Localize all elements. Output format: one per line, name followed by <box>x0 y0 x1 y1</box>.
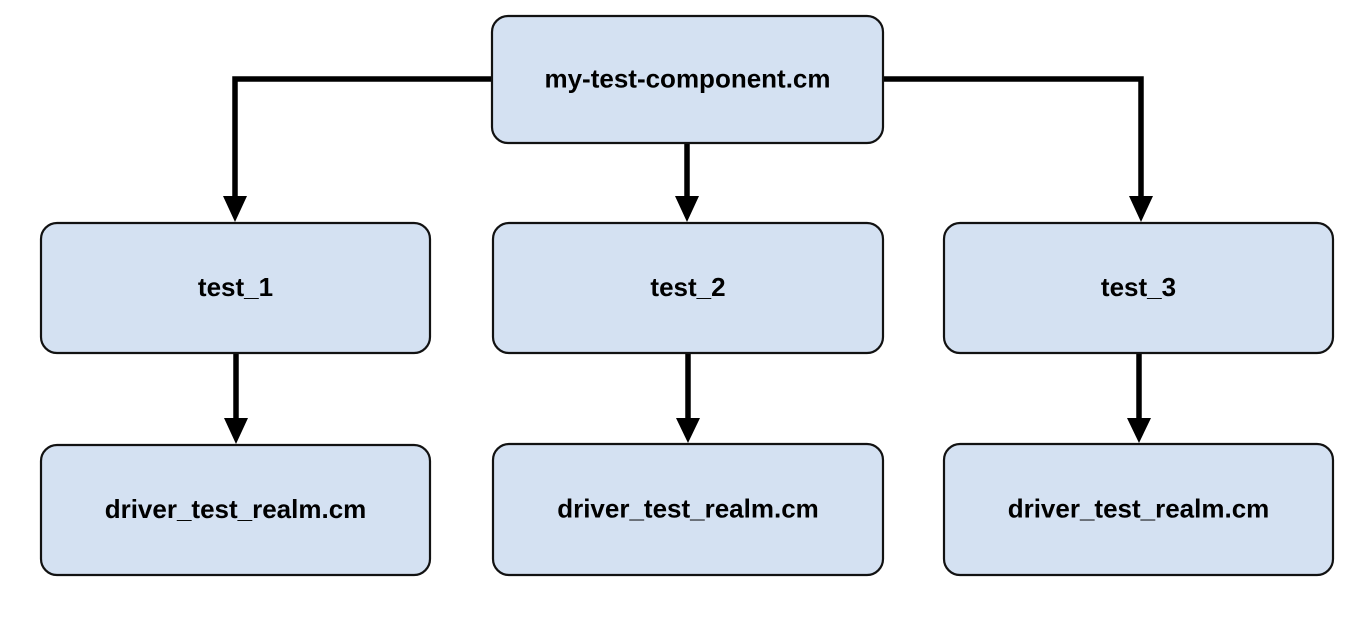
node-realm_1[interactable]: driver_test_realm.cm <box>39 443 432 577</box>
node-label: test_2 <box>650 272 725 302</box>
arrowhead-icon <box>1129 196 1153 222</box>
node-realm_3[interactable]: driver_test_realm.cm <box>942 442 1335 577</box>
edge-test_2-to-realm_2 <box>676 353 700 443</box>
node-test_1[interactable]: test_1 <box>39 221 432 355</box>
node-test_2[interactable]: test_2 <box>491 221 885 355</box>
node-label: driver_test_realm.cm <box>1008 493 1270 523</box>
node-label: test_3 <box>1101 272 1176 302</box>
edge-line <box>232 76 492 196</box>
node-box[interactable] <box>942 221 1335 355</box>
arrowhead-icon <box>676 418 700 443</box>
edge-test_1-to-realm_1 <box>224 353 248 444</box>
node-box[interactable] <box>491 442 885 577</box>
node-test_3[interactable]: test_3 <box>942 221 1335 355</box>
node-label: test_1 <box>198 272 273 302</box>
edge-line <box>883 76 1144 196</box>
node-label: my-test-component.cm <box>544 63 830 93</box>
node-root[interactable]: my-test-component.cm <box>490 14 885 145</box>
arrowhead-icon <box>1127 418 1151 443</box>
arrowhead-icon <box>223 196 247 222</box>
arrowhead-icon <box>675 196 699 222</box>
edge-test_3-to-realm_3 <box>1127 353 1151 443</box>
node-label: driver_test_realm.cm <box>105 494 367 524</box>
arrowhead-icon <box>224 418 248 444</box>
node-box[interactable] <box>39 221 432 355</box>
edge-root-to-test_2 <box>675 143 699 222</box>
node-box[interactable] <box>942 442 1335 577</box>
node-box[interactable] <box>491 221 885 355</box>
node-box[interactable] <box>39 443 432 577</box>
node-realm_2[interactable]: driver_test_realm.cm <box>491 442 885 577</box>
edge-root-to-test_1 <box>223 76 492 222</box>
edges-layer <box>223 76 1153 444</box>
nodes-layer: my-test-component.cm test_1 test_2 test_3dr… <box>39 14 1335 577</box>
node-label: driver_test_realm.cm <box>557 493 819 523</box>
edge-root-to-test_3 <box>883 76 1153 222</box>
node-box[interactable] <box>490 14 885 145</box>
